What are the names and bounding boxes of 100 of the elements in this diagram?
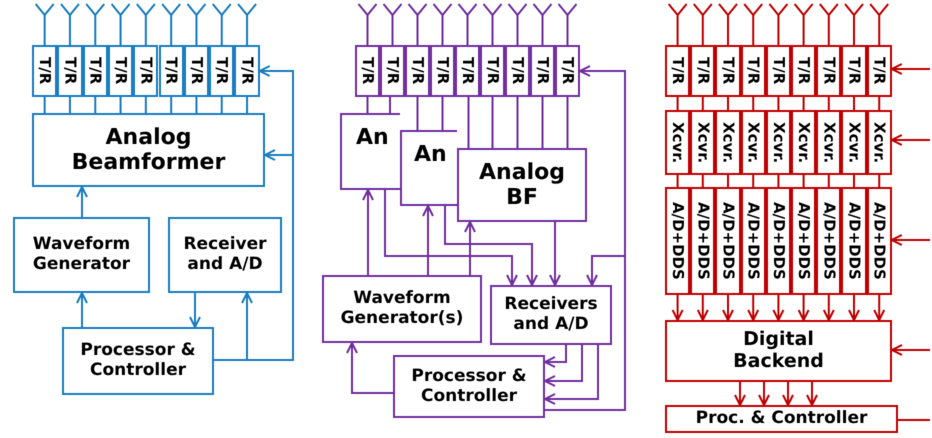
arrow <box>422 205 434 275</box>
module-label: Xcvr. <box>796 122 812 164</box>
module-cell <box>380 45 405 97</box>
block-box <box>490 285 612 345</box>
connector-line <box>170 97 172 113</box>
block-label: Waveform Generator <box>32 235 132 275</box>
block-label: Processor & Controller <box>410 366 528 406</box>
connector-line <box>828 97 830 110</box>
connector-line <box>702 97 704 110</box>
arrow <box>806 382 818 406</box>
connector-line <box>777 175 780 187</box>
block-label: Proc. & Controller <box>694 409 868 429</box>
module-label: T/R <box>188 57 204 85</box>
module-label: T/R <box>846 57 862 85</box>
module-cell <box>766 187 791 295</box>
module-label: T/R <box>113 57 128 85</box>
block-box <box>393 355 545 418</box>
block-box <box>400 130 457 206</box>
connector-line <box>94 97 96 113</box>
module-cell <box>690 110 716 175</box>
block-box <box>665 320 892 382</box>
connector-line <box>727 175 729 187</box>
connector-line <box>676 97 679 110</box>
module-cell <box>405 45 430 97</box>
module-label: T/R <box>670 57 686 85</box>
arrow <box>672 295 684 321</box>
module-label: T/R <box>720 57 736 85</box>
module-cell <box>791 110 816 175</box>
module-cell <box>841 45 867 97</box>
module-cell <box>690 187 716 295</box>
arrow <box>822 295 835 321</box>
module-label: A/D+DDS <box>670 202 686 280</box>
module-cell <box>665 187 690 295</box>
block-label: Analog Beamformer <box>70 124 226 176</box>
block-label: Digital Backend <box>732 329 825 373</box>
module-label: T/R <box>796 57 812 85</box>
block-label: Waveform Generator(s) <box>340 289 464 329</box>
module-cell <box>184 45 210 97</box>
module-cell <box>455 45 480 97</box>
block-box <box>665 405 898 433</box>
module-label: T/R <box>746 57 761 85</box>
arrow <box>890 63 930 75</box>
connector-line <box>516 97 518 148</box>
module-label: A/D+DDS <box>846 202 862 280</box>
module-label: T/R <box>88 57 103 85</box>
module-label: A/D+DDS <box>770 202 786 280</box>
module-label: T/R <box>510 57 525 85</box>
module-label: A/D+DDS <box>695 202 710 280</box>
connector-line <box>195 97 198 113</box>
module-cell <box>715 187 741 295</box>
module-cell <box>480 45 505 97</box>
connector-line <box>727 97 729 110</box>
module-label: T/R <box>360 57 375 85</box>
arrow <box>549 222 561 286</box>
module-cell <box>355 45 380 97</box>
arrow <box>444 206 538 286</box>
connector-line <box>144 97 147 113</box>
connector-line <box>802 175 805 187</box>
connector-line <box>676 175 679 187</box>
module-label: T/R <box>240 57 255 85</box>
module-cell <box>866 187 892 295</box>
connector-line <box>898 419 930 421</box>
module-label: Xcvr. <box>695 122 710 164</box>
block-box <box>62 327 214 395</box>
block-box <box>13 217 150 293</box>
arrow <box>782 382 794 406</box>
connector-line <box>68 97 71 113</box>
connector-line <box>878 97 880 110</box>
block-label: Receiver and A/D <box>182 235 268 275</box>
module-label: Xcvr. <box>872 122 887 164</box>
module-cell <box>505 45 530 97</box>
arrow <box>76 186 88 217</box>
module-label: T/R <box>535 57 550 85</box>
arrow <box>890 134 930 146</box>
module-label: A/D+DDS <box>796 202 812 280</box>
module-cell <box>766 45 791 97</box>
module-cell <box>158 45 184 97</box>
connector-line <box>752 97 754 110</box>
arrow <box>362 189 374 275</box>
module-cell <box>866 45 892 97</box>
arrow <box>696 295 709 321</box>
connector-line <box>828 175 830 187</box>
block-box <box>168 217 282 293</box>
connector-line <box>246 97 248 113</box>
connector-line <box>566 97 568 148</box>
module-cell <box>715 110 741 175</box>
arrow <box>464 221 476 275</box>
arrow <box>189 293 201 328</box>
connector-line <box>468 97 470 148</box>
arrow <box>747 295 760 321</box>
module-label: T/R <box>695 57 710 85</box>
module-cell <box>791 187 816 295</box>
arrow <box>722 295 734 321</box>
module-cell <box>841 187 867 295</box>
module-label: T/R <box>410 57 425 85</box>
module-cell <box>530 45 555 97</box>
arrow <box>214 65 294 361</box>
module-label: Xcvr. <box>670 122 686 164</box>
arrow <box>873 295 886 321</box>
block-label: An <box>413 142 448 168</box>
